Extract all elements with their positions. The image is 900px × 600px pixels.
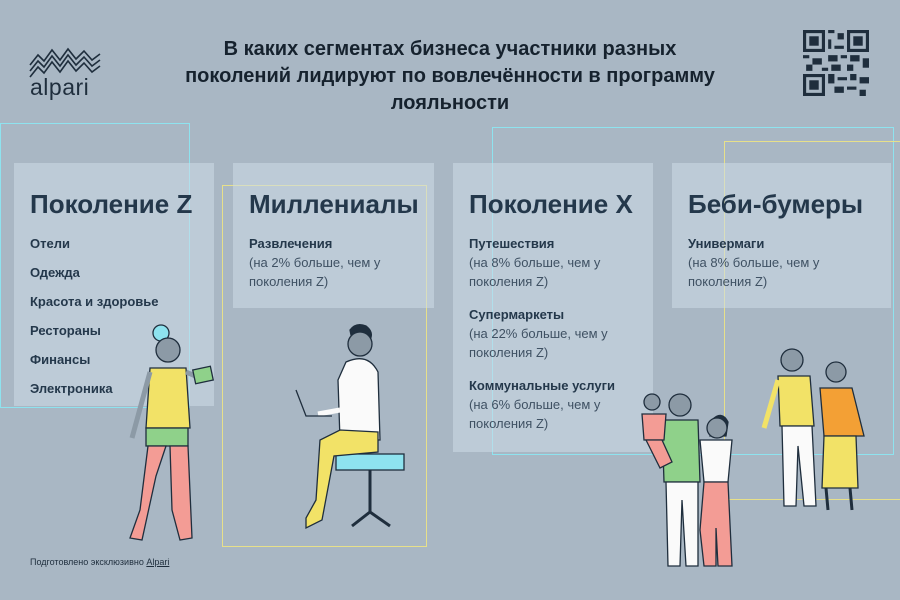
card-baby-boomers: Беби-бумеры Универмаги (на 8% больше, че… bbox=[672, 163, 891, 308]
segment-item: Одежда bbox=[30, 265, 80, 280]
segment-item: Развлечения bbox=[249, 236, 333, 251]
gen-x-family-icon bbox=[641, 393, 733, 567]
millennial-figure-icon bbox=[295, 324, 405, 530]
segment-item: Электроника bbox=[30, 381, 113, 396]
card-heading: Беби-бумеры bbox=[688, 189, 864, 219]
page-title: В каких сегментах бизнеса участники разн… bbox=[185, 38, 715, 114]
card-generation-x: Поколение X Путешествия (на 8% больше, ч… bbox=[453, 163, 653, 452]
segment-item: Красота и здоровье bbox=[30, 294, 159, 309]
card-heading: Миллениалы bbox=[249, 189, 419, 219]
segment-item: Путешествия bbox=[469, 236, 555, 251]
segment-note: (на 22% больше, чем у поколения Z) bbox=[469, 326, 608, 360]
segment-item: Супермаркеты bbox=[469, 307, 565, 322]
segment-item: Финансы bbox=[30, 352, 91, 367]
segment-note: (на 6% больше, чем у поколения Z) bbox=[469, 397, 601, 431]
card-heading: Поколение X bbox=[469, 189, 633, 219]
alpari-logo-icon bbox=[29, 47, 101, 78]
segment-note: (на 8% больше, чем у поколения Z) bbox=[469, 255, 601, 289]
brand-name: alpari bbox=[30, 74, 90, 100]
footer-credit: Подготовлено эксклюзивно Alpari bbox=[30, 557, 169, 567]
segment-note: (на 2% больше, чем у поколения Z) bbox=[249, 255, 381, 289]
segment-item: Рестораны bbox=[30, 323, 101, 338]
qr-code-icon bbox=[803, 30, 869, 96]
card-millennials: Миллениалы Развлечения (на 2% больше, че… bbox=[233, 163, 434, 308]
baby-boomers-figure-icon bbox=[761, 348, 865, 511]
segment-item: Универмаги bbox=[688, 236, 765, 251]
segment-note: (на 8% больше, чем у поколения Z) bbox=[688, 255, 820, 289]
footer-link[interactable]: Alpari bbox=[146, 557, 170, 567]
card-generation-z: Поколение Z Отели Одежда Красота и здоро… bbox=[14, 163, 214, 406]
footer-prefix: Подготовлено эксклюзивно bbox=[30, 557, 144, 567]
card-heading: Поколение Z bbox=[30, 189, 193, 219]
segment-item: Отели bbox=[30, 236, 70, 251]
segment-item: Коммунальные услуги bbox=[469, 378, 615, 393]
